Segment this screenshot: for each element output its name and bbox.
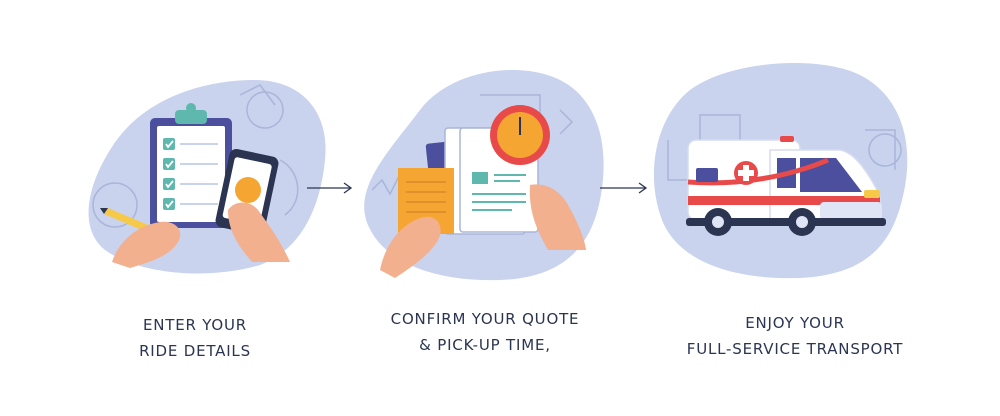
step-1-blob [88,80,326,274]
step-2-caption-line-2: & PICK-UP TIME, [419,336,551,354]
hands-icon [380,184,586,278]
clipboard-icon [150,103,232,228]
arrow-right-icon [307,182,353,194]
checklist-items [163,138,218,210]
step-3-caption-line-2: FULL-SERVICE TRANSPORT [686,340,904,358]
step-1-caption: ENTER YOUR RIDE DETAILS [100,312,290,364]
left-hand-icon [112,221,181,268]
step-3-caption: ENJOY YOUR FULL-SERVICE TRANSPORT [660,310,930,362]
clock-icon [490,105,550,165]
ambulance-icon [686,136,886,236]
document-stack-icon [425,127,539,235]
step-3-blob [653,63,908,279]
step-1-caption-line-2: RIDE DETAILS [139,342,251,360]
step-2-caption: CONFIRM YOUR QUOTE & PICK-UP TIME, [360,306,610,358]
step-1-caption-line-1: ENTER YOUR [142,316,248,334]
step-3-caption-line-1: ENJOY YOUR [745,314,845,332]
pencil-icon [100,208,160,236]
step-2-caption-line-1: CONFIRM YOUR QUOTE [390,310,580,328]
right-hand-icon [228,202,290,262]
arrow-right-icon-2 [600,182,648,194]
step-2-background-lineart [371,94,574,196]
step-1-background-lineart [92,84,299,228]
smartphone-icon [215,148,279,236]
step-3-background-lineart [667,114,902,181]
step-2-blob [364,70,604,281]
sticky-note-icon [398,168,454,234]
